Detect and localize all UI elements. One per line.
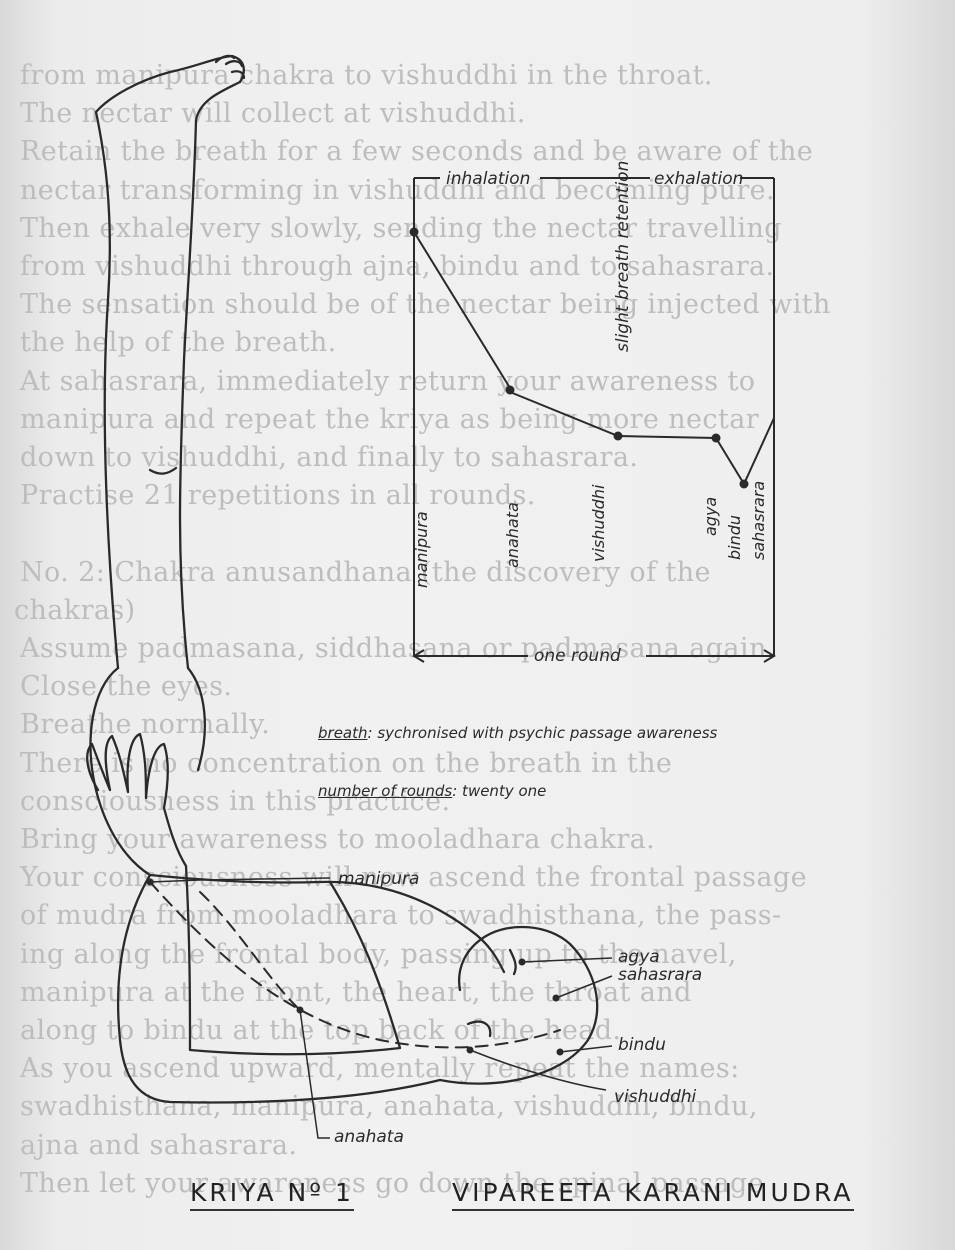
head-outline: [440, 927, 597, 1084]
figure-label-sahasrara: sahasrara: [618, 965, 702, 985]
graph-chakra-anahata: anahata: [503, 502, 522, 568]
graph-point-anahata: [506, 386, 515, 395]
graph-chakra-bindu: bindu: [725, 515, 744, 560]
graph-points: [410, 228, 749, 489]
figure-label-bindu: bindu: [618, 1035, 666, 1055]
graph-label-one-round: one round: [534, 646, 621, 666]
rounds-note-key: number of rounds: [318, 782, 452, 800]
figure-label-manipura: manipura: [338, 869, 419, 889]
graph-point-agya: [712, 434, 721, 443]
hand-outline: [87, 734, 186, 866]
arm-outline: [186, 866, 400, 1054]
rounds-note: number of rounds: twenty one: [318, 782, 546, 800]
figure-label-anahata: anahata: [334, 1127, 404, 1147]
leader-anahata: [300, 1010, 330, 1138]
figure-label-agya: agya: [618, 947, 660, 967]
leader-bindu: [560, 1046, 612, 1052]
knee-crease: [150, 468, 176, 474]
leg-front-outline: [96, 56, 244, 668]
graph-label-retention: slight breath retention: [613, 161, 633, 352]
psychic-passage: [150, 882, 560, 1047]
breath-note: breath: sychronised with psychic passage…: [318, 724, 717, 742]
caption-mudra-name: VIPAREETA KARANI MUDRA: [452, 1178, 854, 1211]
rounds-note-value: : twenty one: [452, 782, 546, 800]
breath-note-value: : sychronised with psychic passage aware…: [368, 724, 718, 742]
graph-chakra-sahasrara: sahasrara: [749, 481, 768, 560]
torso-outline: [150, 875, 504, 972]
breath-curve: [414, 232, 774, 484]
psychic-passage-front: [200, 892, 300, 1010]
graph-point-vishuddhi: [614, 432, 623, 441]
graph-chakra-vishuddhi: vishuddhi: [589, 484, 608, 562]
graph-point-manipura: [410, 228, 419, 237]
leader-agya: [522, 958, 612, 962]
graph-chakra-manipura: manipura: [412, 511, 431, 588]
graph-point-bindu: [740, 480, 749, 489]
figure-label-vishuddhi: vishuddhi: [614, 1087, 697, 1107]
face-detail: [468, 950, 516, 1036]
graph-chakra-agya: agya: [701, 497, 720, 536]
breath-note-key: breath: [318, 724, 368, 742]
graph-label-inhalation: inhalation: [446, 169, 530, 189]
caption-kriya-number: KRIYA Nº 1: [190, 1178, 354, 1211]
graph-label-exhalation: exhalation: [654, 169, 743, 189]
leader-sahasrara: [556, 976, 612, 998]
